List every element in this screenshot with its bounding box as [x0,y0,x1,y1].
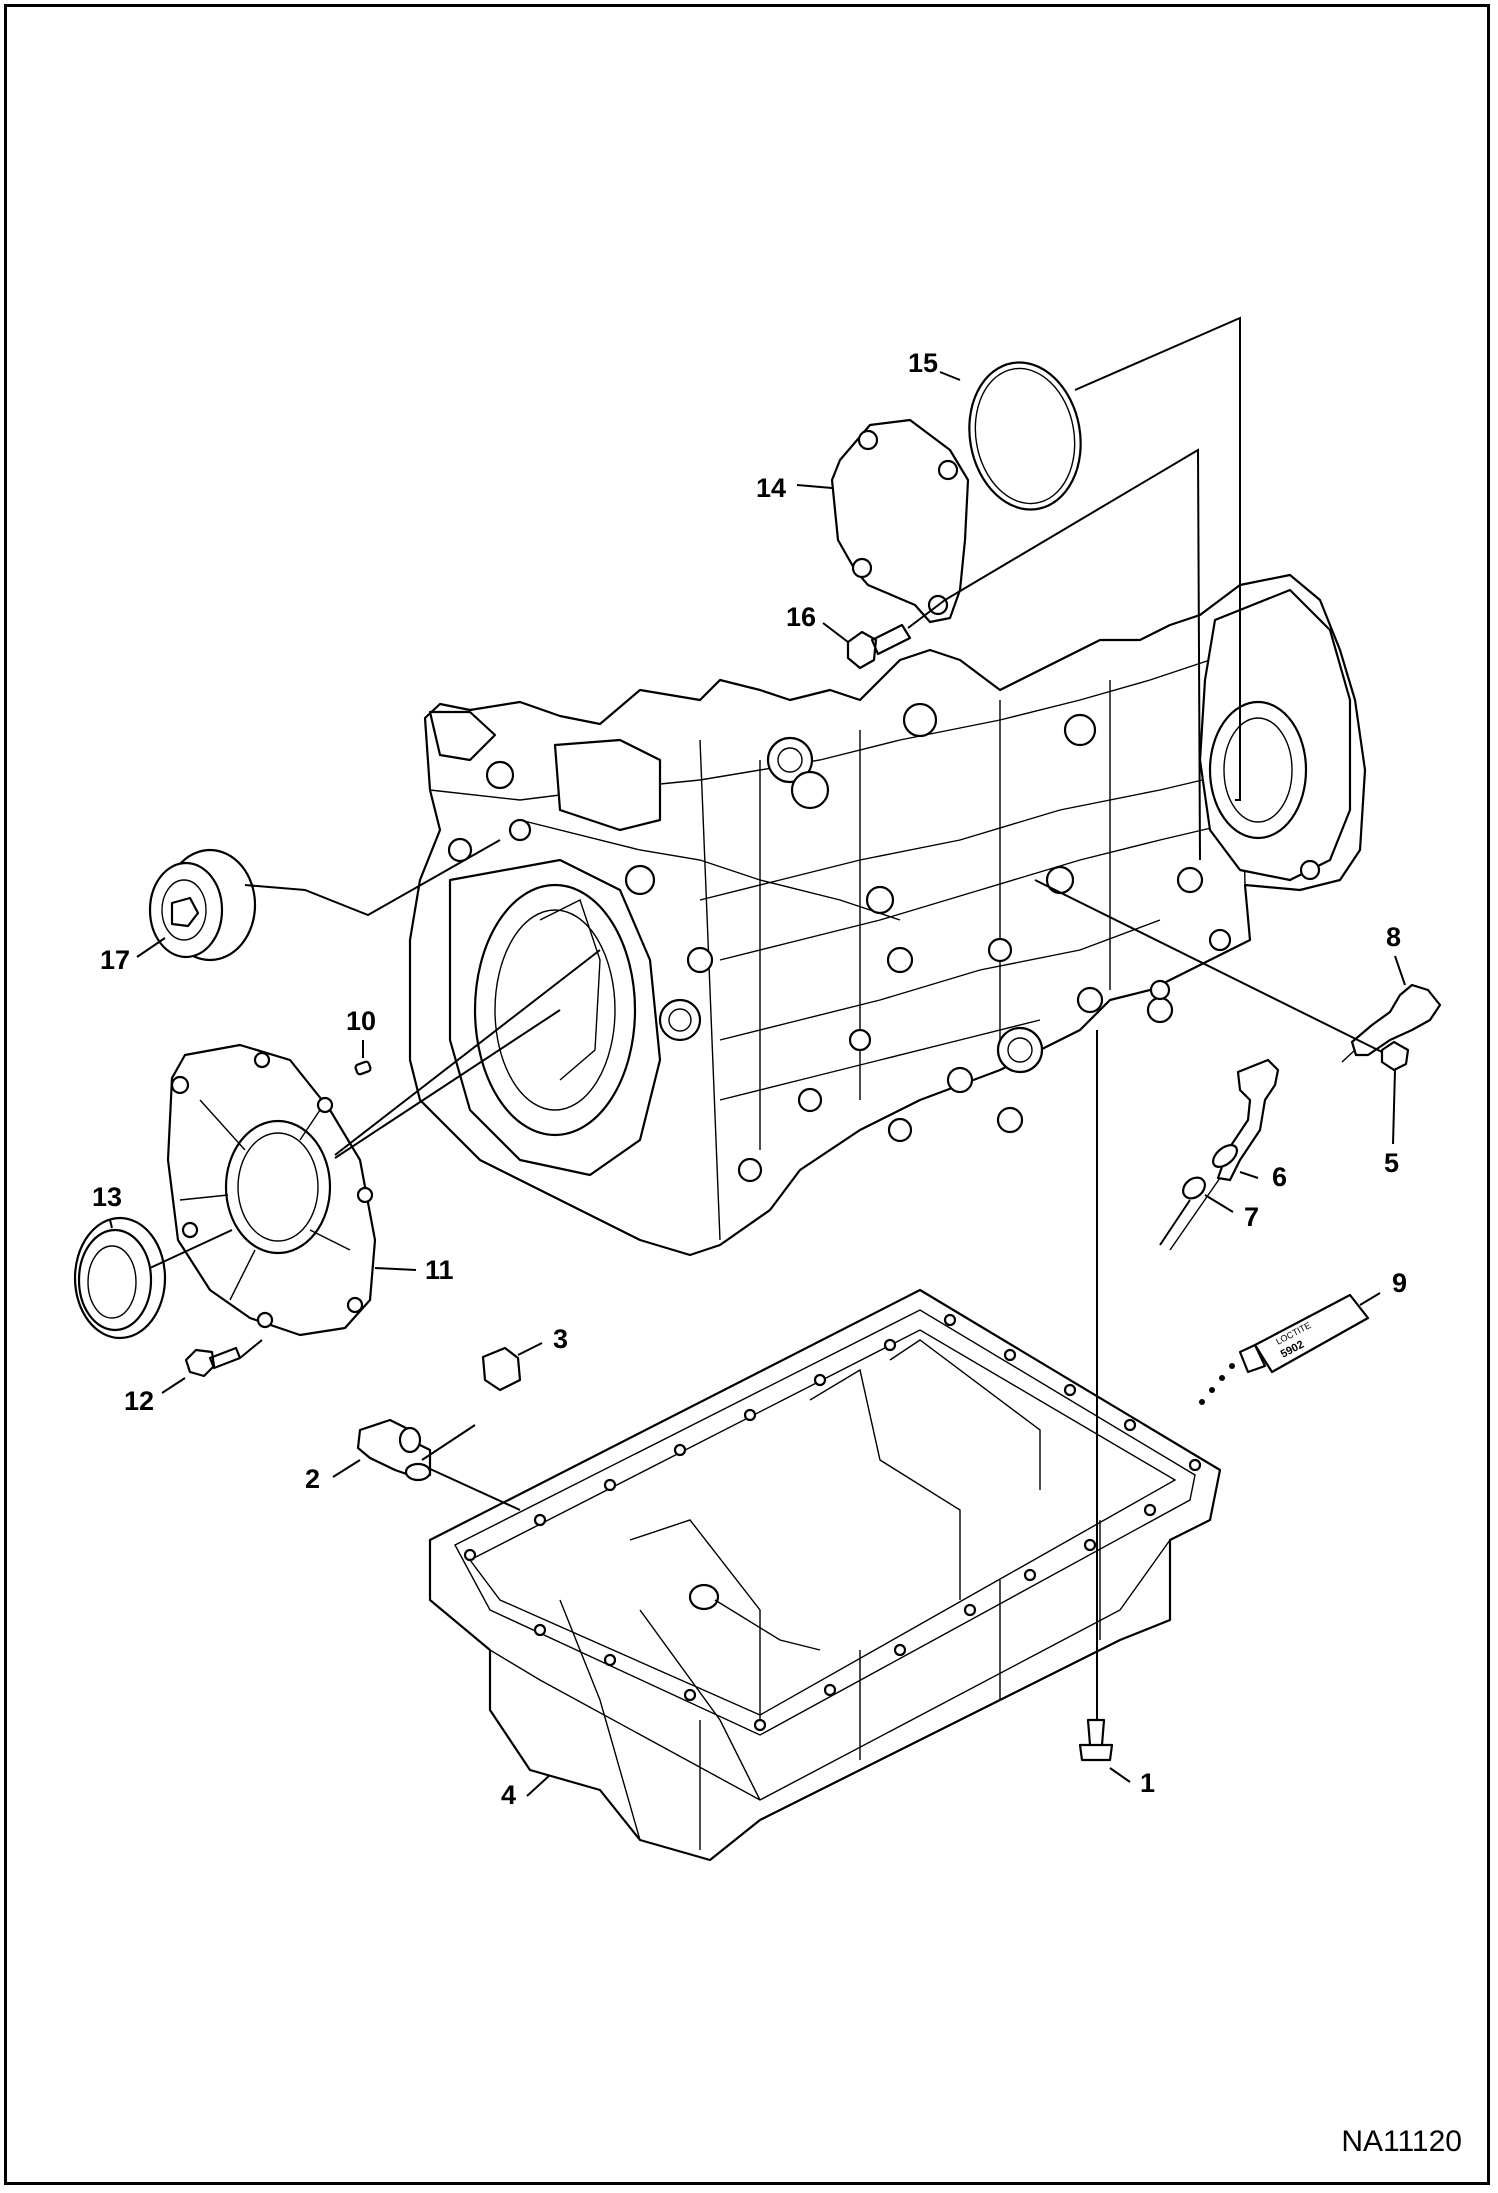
callout-12: 12 [124,1386,154,1416]
bolt-16 [846,623,912,670]
bolt-5 [1380,1040,1410,1072]
callout-9: 9 [1392,1268,1407,1298]
callout-1: 1 [1140,1768,1155,1798]
rear-cover [166,1043,377,1337]
dowel-pin [354,1060,372,1076]
callout-10: 10 [346,1006,376,1036]
callout-8: 8 [1386,922,1401,952]
callout-16: 16 [786,602,816,632]
callout-6: 6 [1272,1162,1287,1192]
callout-14: 14 [756,473,786,503]
callout-7: 7 [1244,1202,1259,1232]
idler-pulley [148,848,257,962]
rear-seal [73,1216,167,1340]
callout-15: 15 [908,348,938,378]
cover-plate [830,418,970,624]
callout-labels: 1 2 3 4 5 6 7 8 9 10 11 12 13 14 15 16 1… [92,348,1407,1810]
bolt-12 [184,1346,242,1378]
figure-id: NA11120 [1341,2125,1462,2158]
callout-5: 5 [1384,1148,1399,1178]
pan-flange-holes [463,1313,1202,1732]
block-bosses [447,702,1321,1183]
callout-17: 17 [100,945,130,975]
bolt-1 [1078,1718,1114,1762]
o-ring [968,361,1082,511]
callout-leaders [109,371,1406,1797]
sealant-tube: LOCTITE 5902 [1199,1293,1370,1405]
dipstick [1350,983,1442,1057]
assembly-lines [149,316,1383,1720]
tube-o-ring [1182,1176,1206,1200]
engine-block [408,573,1367,1257]
fitting-3 [481,1346,522,1392]
callout-11: 11 [425,1255,454,1285]
callout-3: 3 [553,1324,568,1354]
callout-13: 13 [92,1182,122,1212]
oil-pan [428,1288,1222,1862]
callout-4: 4 [501,1780,516,1810]
callout-2: 2 [305,1464,320,1494]
